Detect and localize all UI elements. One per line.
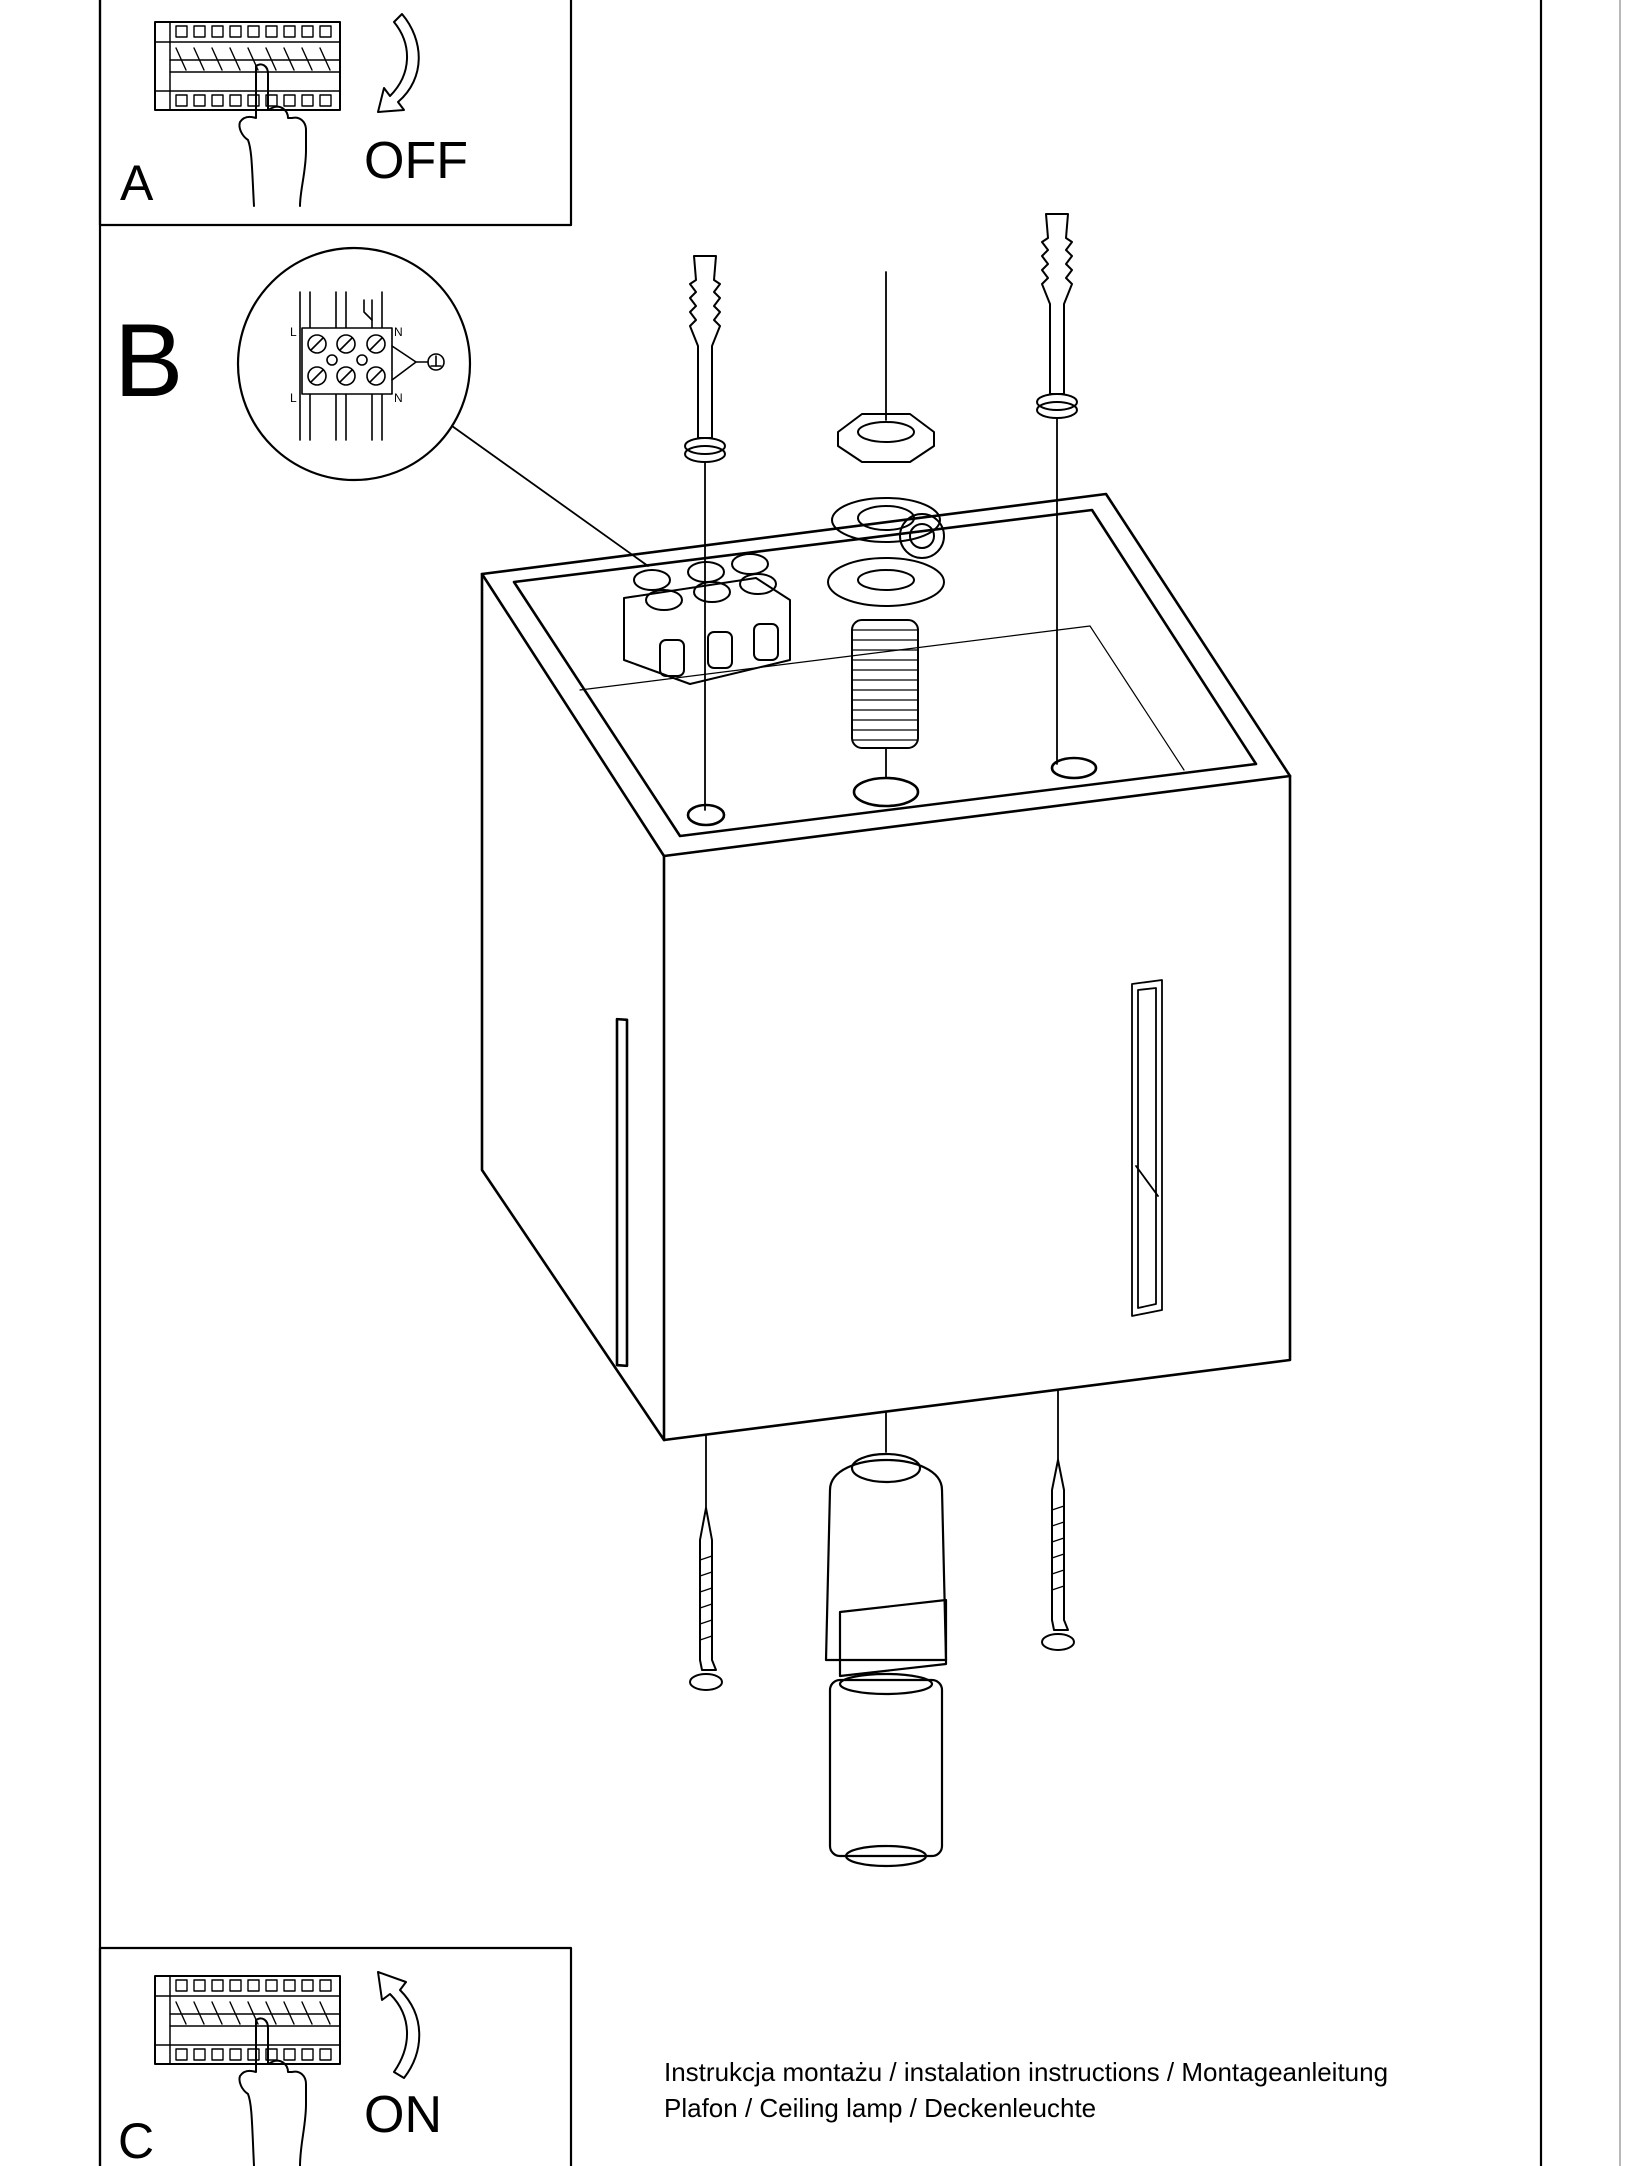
side-slot-left — [615, 1017, 629, 1368]
step-b-letter: B — [114, 303, 183, 419]
step-c-action: ON — [364, 2086, 442, 2144]
instruction-caption: Instrukcja montażu / instalation instruc… — [664, 2054, 1388, 2126]
wiring-terminal-l-top: L — [290, 325, 297, 339]
page-frame — [98, 0, 1621, 2166]
wiring-terminal-n-top: N — [394, 325, 403, 339]
step-c-panel — [98, 1946, 573, 2166]
screw-right — [1041, 1389, 1075, 1651]
turn-off-arrow-icon — [377, 13, 420, 113]
terminal-block — [623, 553, 791, 685]
center-hardware — [827, 271, 945, 779]
wiring-detail: L N L N — [236, 246, 649, 567]
side-slot-right — [1131, 979, 1163, 1317]
wall-plug-right — [1036, 213, 1078, 765]
wiring-terminal-n-bottom: N — [394, 391, 403, 405]
hand-on-icon — [238, 2017, 307, 2166]
breaker-box-icon — [154, 21, 341, 111]
wiring-terminal-l-bottom: L — [290, 391, 297, 405]
lamp-body — [480, 492, 1292, 1442]
breaker-box-on-icon — [154, 1975, 341, 2065]
hand-icon — [238, 63, 307, 207]
caption-subtitle: Plafon / Ceiling lamp / Deckenleuchte — [664, 2093, 1097, 2123]
step-a-letter: A — [120, 155, 154, 211]
step-a-action: OFF — [364, 132, 468, 190]
bulb — [824, 1411, 948, 1868]
step-c-letter: C — [118, 2113, 154, 2166]
wall-plug-left — [684, 255, 726, 811]
caption-title: Instrukcja montażu / instalation instruc… — [664, 2057, 1389, 2087]
turn-on-arrow-icon — [377, 1971, 421, 2079]
step-a-panel — [98, 0, 573, 227]
screw-left — [689, 1435, 723, 1691]
